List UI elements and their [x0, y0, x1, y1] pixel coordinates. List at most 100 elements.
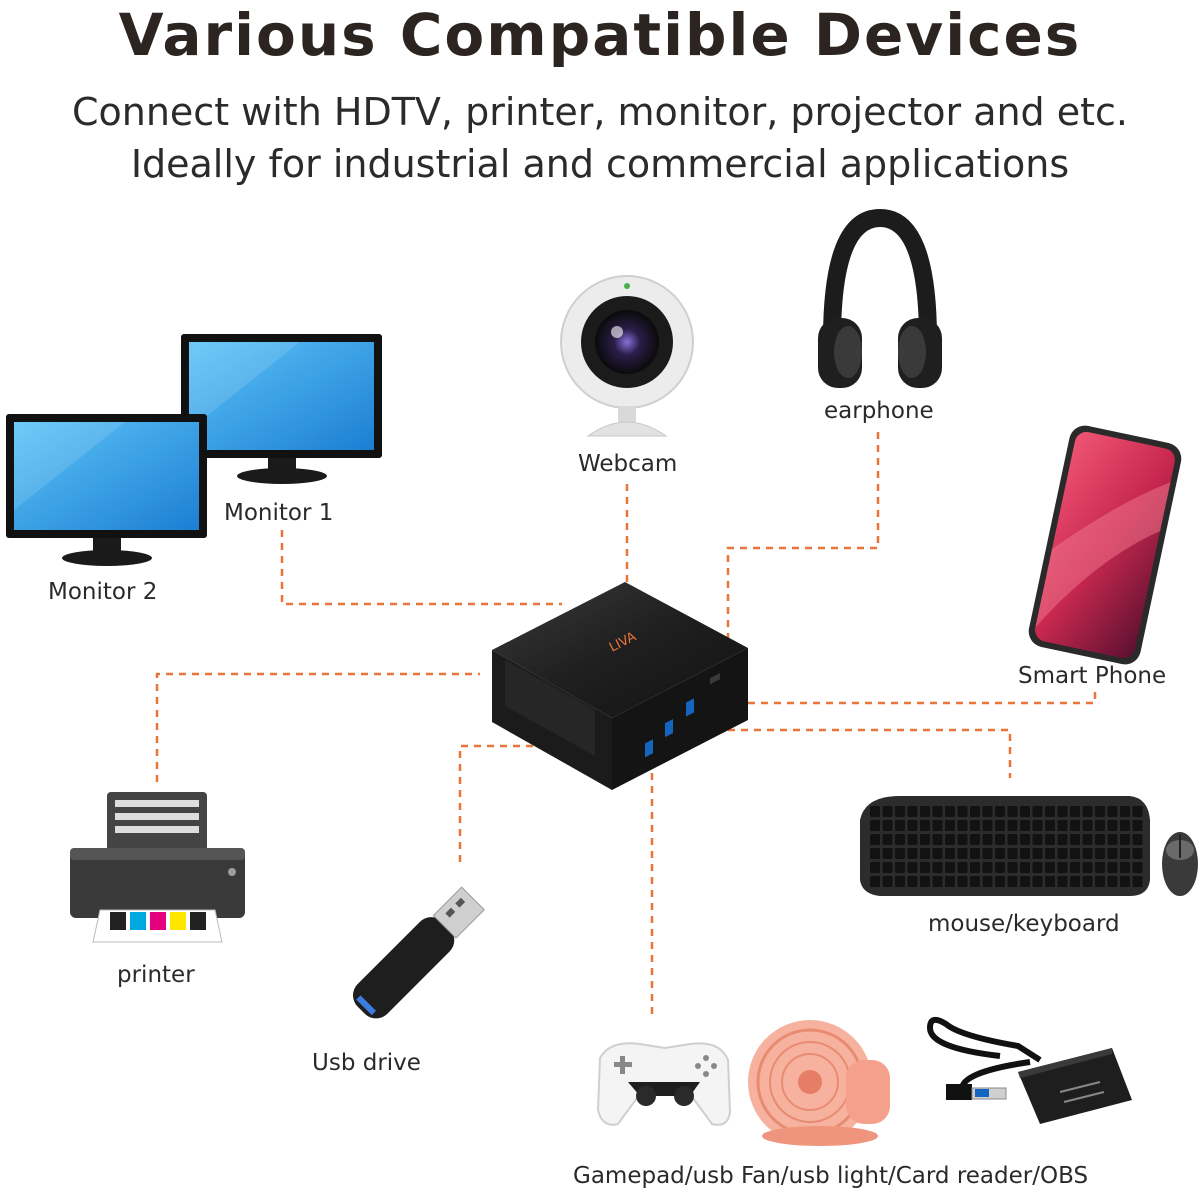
headphones-icon [818, 208, 942, 388]
keyboard-key [1082, 834, 1093, 845]
keyboard-key [1095, 834, 1105, 845]
keyboard-key [1132, 820, 1143, 831]
keyboard-key [957, 876, 968, 887]
keyboard-key [882, 834, 893, 845]
line-earphone [726, 432, 880, 700]
keyboard-key [1107, 876, 1118, 887]
keyboard-key [882, 820, 893, 831]
webcam-icon [560, 275, 694, 437]
keyboard-key [957, 862, 968, 873]
keyboard-key [1095, 820, 1105, 831]
keyboard-key [1007, 848, 1018, 859]
keyboard-key [1045, 848, 1055, 859]
keyboard-key [1082, 848, 1093, 859]
keyboard-key [1070, 876, 1080, 887]
keyboard-key [995, 834, 1005, 845]
keyboard-key [1132, 848, 1143, 859]
keyboard-key [1032, 862, 1043, 873]
keyboard-key [1057, 848, 1068, 859]
keyboard-key [982, 806, 993, 817]
keyboard-key [932, 820, 943, 831]
keyboard-key [982, 848, 993, 859]
label-monitor-2: Monitor 2 [48, 579, 158, 605]
keyboard-key [1120, 834, 1130, 845]
keyboard-key [1020, 806, 1030, 817]
line-smartphone [735, 690, 1097, 705]
keyboard-key [1032, 848, 1043, 859]
keyboard-key [1107, 862, 1118, 873]
keyboard-key [870, 876, 880, 887]
keyboard-key [907, 820, 918, 831]
keyboard-key [970, 876, 980, 887]
keyboard-key [895, 862, 905, 873]
keyboard-key [1007, 862, 1018, 873]
keyboard-key [870, 848, 880, 859]
keyboard-key [982, 820, 993, 831]
keyboard-key [970, 820, 980, 831]
keyboard-key [1120, 820, 1130, 831]
keyboard-key [920, 820, 930, 831]
keyboard-key [945, 806, 955, 817]
keyboard-key [945, 834, 955, 845]
keyboard-key [1045, 862, 1055, 873]
keyboard-key [907, 848, 918, 859]
keyboard-key [1032, 834, 1043, 845]
keyboard-key [1095, 862, 1105, 873]
keyboard-key [1020, 834, 1030, 845]
keyboard-key [1082, 820, 1093, 831]
keyboard-key [1095, 806, 1105, 817]
keyboard-key [1082, 806, 1093, 817]
keyboard-key [932, 848, 943, 859]
keyboard-key [1132, 876, 1143, 887]
keyboard-key [995, 876, 1005, 887]
keyboard-key [1045, 820, 1055, 831]
keyboard-key [1095, 876, 1105, 887]
keyboard-key [970, 848, 980, 859]
keyboard-key [957, 820, 968, 831]
keyboard-key [1107, 848, 1118, 859]
monitor-1-icon [181, 334, 382, 484]
line-printer [155, 672, 480, 782]
keyboard-key [920, 834, 930, 845]
keyboard-key [1020, 848, 1030, 859]
keyboard-key [1057, 876, 1068, 887]
label-printer: printer [117, 962, 195, 988]
keyboard-key [982, 862, 993, 873]
keyboard-key [1082, 876, 1093, 887]
keyboard-key [907, 806, 918, 817]
subtitle-line-1: Connect with HDTV, printer, monitor, pro… [71, 90, 1129, 134]
keyboard-key [970, 862, 980, 873]
keyboard-key [1070, 848, 1080, 859]
line-monitor [280, 530, 562, 606]
keyboard-key [1132, 862, 1143, 873]
keyboard-key [995, 862, 1005, 873]
keyboard-key [920, 876, 930, 887]
keyboard-key [995, 848, 1005, 859]
keyboard-key [1070, 806, 1080, 817]
keyboard-key [1132, 806, 1143, 817]
keyboard-key [882, 862, 893, 873]
keyboard-key [957, 834, 968, 845]
label-peripherals: Gamepad/usb Fan/usb light/Card reader/OB… [573, 1163, 1089, 1189]
keyboard-key [945, 848, 955, 859]
keyboard-key [895, 848, 905, 859]
keyboard-key [1120, 848, 1130, 859]
keyboard-key [870, 862, 880, 873]
keyboard-key [1070, 862, 1080, 873]
keyboard-key [1107, 834, 1118, 845]
keyboard-icon [860, 796, 1198, 896]
keyboard-key [1032, 820, 1043, 831]
keyboard-key [1120, 806, 1130, 817]
subtitle-line-2: Ideally for industrial and commercial ap… [130, 142, 1070, 186]
gamepad-icon [596, 1042, 732, 1126]
keyboard-key [1032, 806, 1043, 817]
monitor-2-icon [6, 414, 207, 566]
keyboard-key [920, 806, 930, 817]
connector-lines [155, 432, 1097, 1015]
keyboard-key [882, 876, 893, 887]
keyboard-key [1057, 820, 1068, 831]
keyboard-key [1120, 876, 1130, 887]
keyboard-key [945, 862, 955, 873]
keyboard-key [1070, 834, 1080, 845]
